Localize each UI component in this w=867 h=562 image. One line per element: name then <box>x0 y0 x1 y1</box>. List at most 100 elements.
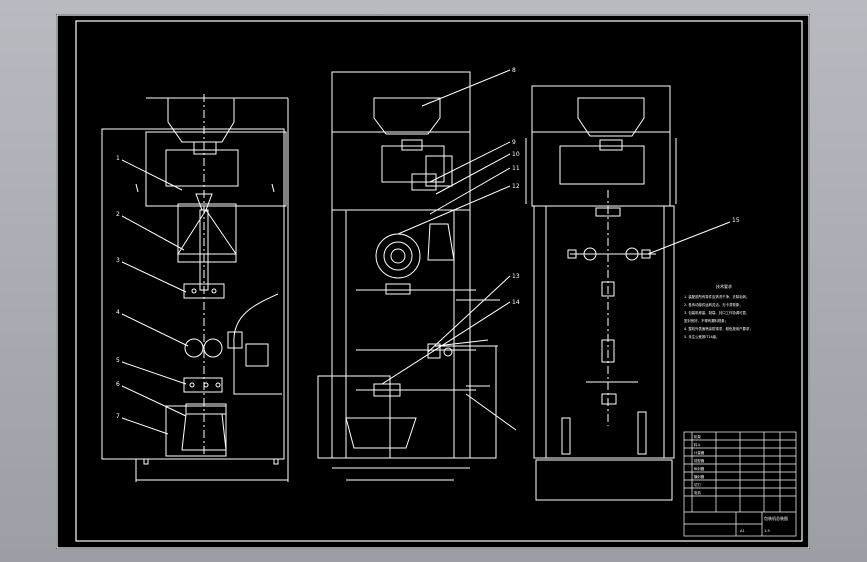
technical-notes: 技术要求 1. 装配前所有零件应清洗干净，去除毛刺； 2. 各传动部件运转灵活，… <box>684 283 753 339</box>
foot <box>143 458 149 465</box>
rear-hopper <box>577 97 645 137</box>
tb-row-6: 横封器 <box>694 474 705 479</box>
measuring-box <box>165 149 239 187</box>
bolt <box>211 288 217 294</box>
bolt <box>191 288 197 294</box>
motor-bracket <box>227 331 243 349</box>
tb-row-4: 成型器 <box>694 458 705 463</box>
rear-bearing-2 <box>641 249 651 259</box>
callout-side-11: 11 <box>512 165 520 172</box>
turntable <box>411 173 437 191</box>
leader-11 <box>429 167 511 215</box>
notes-title: 技术要求 <box>716 283 732 289</box>
frame-detail-2 <box>271 183 275 193</box>
leader-12 <box>397 185 511 235</box>
side-panel <box>469 345 497 459</box>
side-forming-collar <box>427 223 455 261</box>
callout-front-5: 5 <box>116 357 120 364</box>
note-line-5: 4. 整机外表面喷涂防锈漆，颜色按用户要求； <box>684 326 753 331</box>
cabinet-outline <box>101 128 285 460</box>
frame-detail-1 <box>135 183 139 193</box>
note-line-1: 1. 装配前所有零件应清洗干净，去除毛刺； <box>684 294 749 299</box>
rear-block-1 <box>601 281 615 297</box>
leader-10 <box>435 153 511 195</box>
tb-row-8: 电机 <box>694 490 701 495</box>
tb-row-1: 机架 <box>694 434 701 439</box>
lower-hopper <box>345 417 417 449</box>
callout-front-4: 4 <box>116 309 120 316</box>
upper-frame <box>145 131 287 207</box>
leader-2 <box>121 215 185 251</box>
callout-front-7: 7 <box>116 413 120 420</box>
rear-leg-right <box>637 411 647 455</box>
rear-gear-1 <box>583 247 597 261</box>
callout-front-6: 6 <box>116 381 120 388</box>
callout-side-10: 10 <box>512 151 520 158</box>
film-roll-core <box>390 248 406 264</box>
rear-upper-box <box>531 131 671 207</box>
drawing-name: 包装机总装图 <box>764 515 788 521</box>
rear-view <box>525 85 731 501</box>
motor-box <box>245 343 269 367</box>
bolt <box>215 382 221 388</box>
callout-side-14: 14 <box>512 299 520 306</box>
rear-top-frame <box>531 85 671 133</box>
callout-front-3: 3 <box>116 257 120 264</box>
leader-9 <box>429 141 511 183</box>
tb-row-3: 计量器 <box>694 450 705 455</box>
rear-clamp-top <box>595 207 621 217</box>
side-measuring-box <box>381 145 445 183</box>
tb-row-5: 纵封器 <box>694 466 705 471</box>
side-hopper <box>373 97 441 135</box>
film-roll-inner <box>383 241 413 271</box>
rear-block-2 <box>601 339 615 363</box>
leader-1 <box>121 159 183 191</box>
drawing-sheet-size: A1 <box>740 529 745 533</box>
leader-13 <box>427 275 511 353</box>
leader-6 <box>121 385 187 417</box>
coupling-2 <box>427 343 441 359</box>
side-upper-box <box>331 131 471 211</box>
callout-side-13: 13 <box>512 273 520 280</box>
side-view <box>317 69 517 481</box>
callout-side-12: 12 <box>512 183 520 190</box>
callout-rear-15: 15 <box>732 217 740 224</box>
forming-cone <box>177 209 237 255</box>
seal-jaw-lower <box>183 377 223 393</box>
discharge-frame <box>165 405 227 457</box>
inner-frame <box>75 20 803 542</box>
forming-tube-box <box>177 203 237 263</box>
side-top-frame <box>331 71 471 133</box>
leader-4 <box>121 313 189 347</box>
link-rod <box>435 339 489 347</box>
rear-hopper-neck <box>599 139 623 151</box>
arm-4 <box>465 393 517 431</box>
rear-cabinet <box>533 205 675 459</box>
roller-right <box>203 338 223 358</box>
rear-base <box>535 459 673 501</box>
film-roll <box>375 233 421 279</box>
front-view <box>101 94 289 482</box>
hopper-neck <box>193 141 217 155</box>
leader-7 <box>121 417 169 435</box>
callout-front-2: 2 <box>116 211 120 218</box>
rear-measuring-box <box>559 145 645 185</box>
leader-3 <box>121 261 187 293</box>
title-block <box>683 431 797 537</box>
side-cabinet <box>331 209 471 459</box>
leader-15 <box>647 221 731 255</box>
drawing-scale: 1:5 <box>764 529 770 533</box>
note-line-6: 5. 未注公差按IT14级。 <box>684 334 719 339</box>
callout-side-9: 9 <box>512 139 516 146</box>
forming-tube <box>199 209 209 291</box>
bolt <box>189 382 195 388</box>
front-hopper <box>167 97 235 143</box>
assembly-drawing: 1 2 3 4 5 6 7 <box>56 14 810 549</box>
rear-leg-left <box>561 417 571 455</box>
lower-bracket <box>317 375 391 459</box>
rear-gear-2 <box>625 247 639 261</box>
tb-row-2: 料斗 <box>694 442 701 447</box>
note-line-2: 2. 各传动部件运转灵活，无卡滞现象； <box>684 302 743 307</box>
note-line-3: 3. 包装机称量、制袋、封口工作协调可靠， <box>684 310 749 315</box>
